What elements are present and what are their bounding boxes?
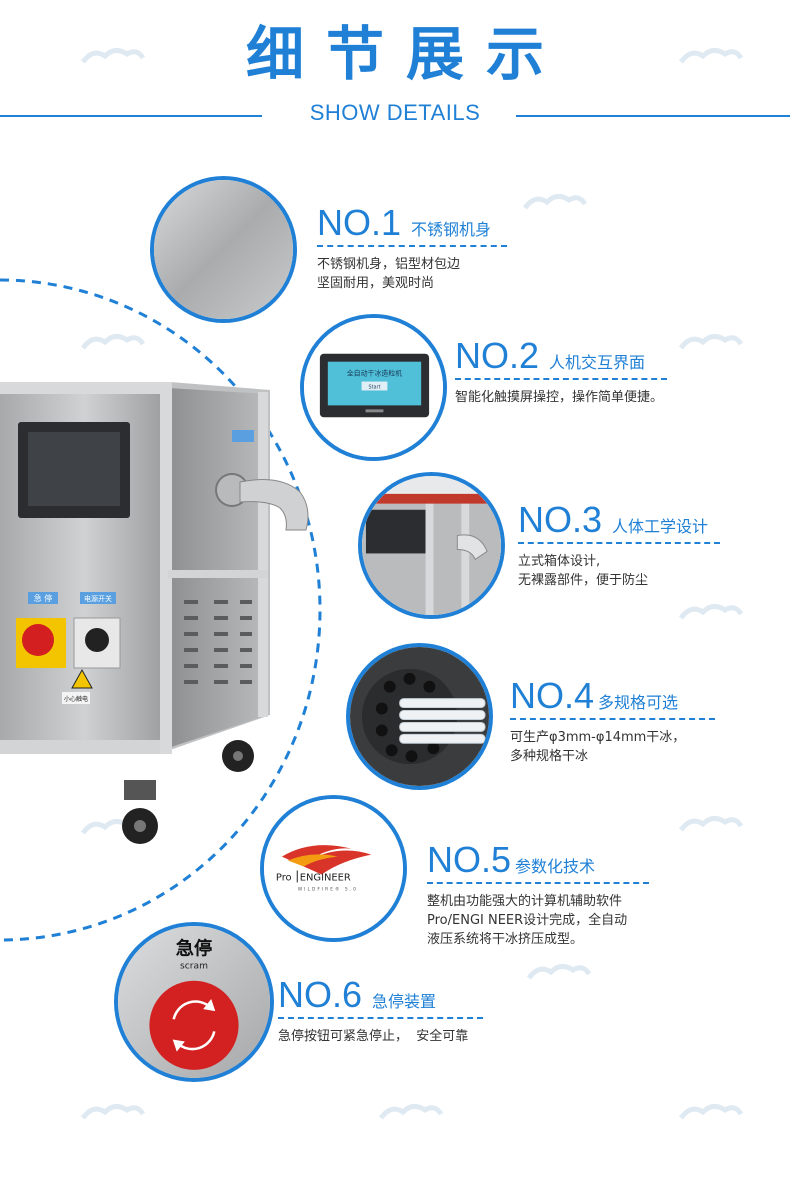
feature-image-dry-ice — [346, 643, 493, 790]
estop-label: 急停 — [176, 937, 212, 959]
feature-description: 可生产φ3mm-φ14mm干冰，多种规格干冰 — [510, 730, 686, 764]
feature-image-cabinet — [358, 472, 505, 619]
logo-pro-text: Pro — [276, 872, 292, 883]
watermark-logo-icon — [80, 48, 146, 64]
feature-3: NO.3 人体工学设计 立式箱体设计,无裸露部件，便于防尘 — [518, 500, 720, 590]
feature-divider — [510, 718, 715, 720]
page-title: 细节展示 — [245, 20, 566, 88]
watermark-logo-icon — [678, 334, 744, 350]
feature-image-emergency-stop: 急停 scram — [114, 922, 274, 1082]
feature-image-pro-engineer: Pro ENGINEER WILDFIRE® 5.0 — [260, 795, 407, 942]
machine-image: 急 停 电源开关 小心触电 — [0, 382, 309, 844]
watermark-logo-icon — [678, 604, 744, 620]
screen-start-button: Start — [368, 384, 380, 390]
feature-number: NO.6 — [278, 974, 363, 1015]
feature-description: 急停按钮可紧急停止， 安全可靠 — [278, 1029, 469, 1044]
feature-title: 急停装置 — [372, 992, 437, 1011]
feature-divider — [317, 245, 507, 247]
watermark-logo-icon — [526, 964, 592, 980]
feature-number: NO.3 — [518, 499, 603, 540]
feature-number: NO.5 — [427, 839, 512, 880]
watermark-logo-icon — [678, 1104, 744, 1120]
feature-description: 不锈钢机身，铝型材包边坚固耐用，美观时尚 — [317, 257, 461, 291]
feature-2: NO.2 人机交互界面 智能化触摸屏操控，操作简单便捷。 — [455, 336, 667, 407]
feature-title: 不锈钢机身 — [411, 220, 492, 239]
page-subtitle: SHOW DETAILS — [309, 100, 481, 125]
machine-power-label: 电源开关 — [84, 594, 112, 603]
feature-number: NO.2 — [455, 335, 540, 376]
feature-title: 人体工学设计 — [612, 517, 709, 536]
feature-divider — [518, 542, 720, 544]
feature-number: NO.4 — [510, 675, 595, 716]
feature-1: NO.1 不锈钢机身 不锈钢机身，铝型材包边坚固耐用，美观时尚 — [317, 203, 507, 293]
feature-description: 智能化触摸屏操控，操作简单便捷。 — [455, 390, 664, 405]
feature-divider — [278, 1017, 483, 1019]
estop-sublabel: scram — [180, 962, 208, 972]
feature-title: 多规格可选 — [598, 693, 679, 712]
watermark-logo-icon — [522, 194, 588, 210]
logo-engineer-text: ENGINEER — [300, 872, 351, 883]
watermark-logo-icon — [80, 334, 146, 350]
feature-divider — [427, 882, 649, 884]
feature-title: 人机交互界面 — [549, 353, 646, 372]
feature-image-touchscreen: 全自动干冰造粒机 Start — [300, 314, 447, 461]
feature-title: 参数化技术 — [515, 857, 596, 876]
feature-number: NO.1 — [317, 202, 402, 243]
feature-6: NO.6 急停装置 急停按钮可紧急停止， 安全可靠 — [278, 975, 483, 1046]
machine-warning-label: 小心触电 — [64, 695, 88, 703]
screen-title: 全自动干冰造粒机 — [347, 369, 403, 378]
feature-divider — [455, 378, 667, 380]
watermark-logo-icon — [678, 48, 744, 64]
watermark-logo-icon — [378, 1104, 444, 1120]
feature-image-stainless-steel — [150, 176, 297, 323]
logo-wildfire-text: WILDFIRE® 5.0 — [298, 885, 358, 892]
title-divider-left — [0, 115, 262, 117]
feature-description: 立式箱体设计,无裸露部件，便于防尘 — [518, 554, 649, 588]
title-divider-right — [516, 115, 790, 117]
watermark-logo-icon — [678, 816, 744, 832]
watermark-logo-icon — [80, 1104, 146, 1120]
machine-estop-label: 急 停 — [34, 593, 53, 603]
